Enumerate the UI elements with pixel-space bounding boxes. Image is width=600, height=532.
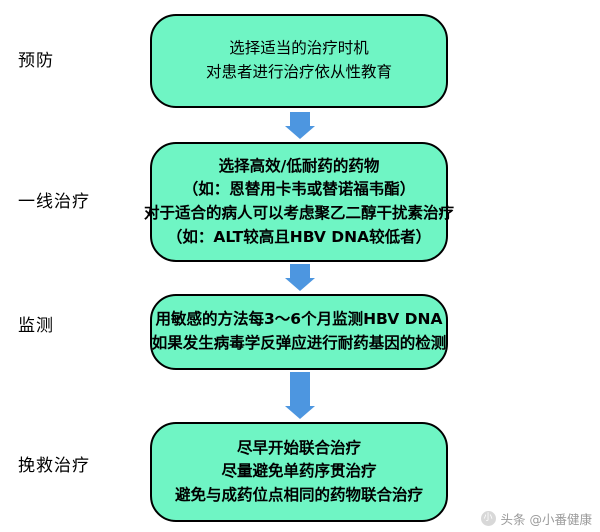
stage-box-monitoring: 用敏感的方法每3～6个月监测HBV DNA 如果发生病毒学反弹应进行耐药基因的检…	[150, 294, 448, 370]
stage-box-line: 尽早开始联合治疗	[236, 438, 361, 457]
stage-box-prevention: 选择适当的治疗时机 对患者进行治疗依从性教育	[150, 14, 448, 108]
watermark-logo-icon: 小	[480, 511, 496, 526]
stage-box-first-line-therapy: 选择高效/低耐药的药物 （如：恩替用卡韦或替诺福韦酯） 对于适合的病人可以考虑聚…	[144, 142, 454, 262]
stage-box-line: 选择适当的治疗时机	[229, 39, 369, 58]
stage-box-line: 避免与成药位点相同的药物联合治疗	[174, 485, 423, 504]
stage-box-line: （如：ALT较高且HBV DNA较低者）	[166, 227, 432, 246]
watermark-text: 头条 @小番健康	[500, 512, 592, 527]
arrow-monitoring-to-rescue	[285, 372, 315, 419]
stage-box-line: 选择高效/低耐药的药物	[218, 156, 380, 175]
stage-box-line: 用敏感的方法每3～6个月监测HBV DNA	[155, 310, 443, 329]
stage-box-line: （如：恩替用卡韦或替诺福韦酯）	[182, 180, 416, 199]
stage-box-line: 对患者进行治疗依从性教育	[205, 63, 392, 81]
stage-box-line: 如果发生病毒学反弹应进行耐药基因的检测	[151, 334, 447, 352]
stage-box-line: 尽量避免单药序贯治疗	[221, 462, 377, 481]
stage-box-line: 对于适合的病人可以考虑聚乙二醇干扰素治疗	[144, 204, 455, 222]
watermark: 小 头条 @小番健康	[480, 509, 592, 528]
stage-label-rescue-therapy: 挽救治疗	[18, 456, 90, 476]
arrow-firstline-to-monitoring	[285, 264, 315, 291]
stage-label-prevention: 预防	[18, 51, 54, 71]
stage-label-monitoring: 监测	[18, 316, 54, 336]
stage-box-rescue-therapy: 尽早开始联合治疗 尽量避免单药序贯治疗 避免与成药位点相同的药物联合治疗	[150, 422, 448, 522]
stage-label-first-line-therapy: 一线治疗	[18, 192, 90, 212]
arrow-prevention-to-firstline	[285, 112, 315, 139]
